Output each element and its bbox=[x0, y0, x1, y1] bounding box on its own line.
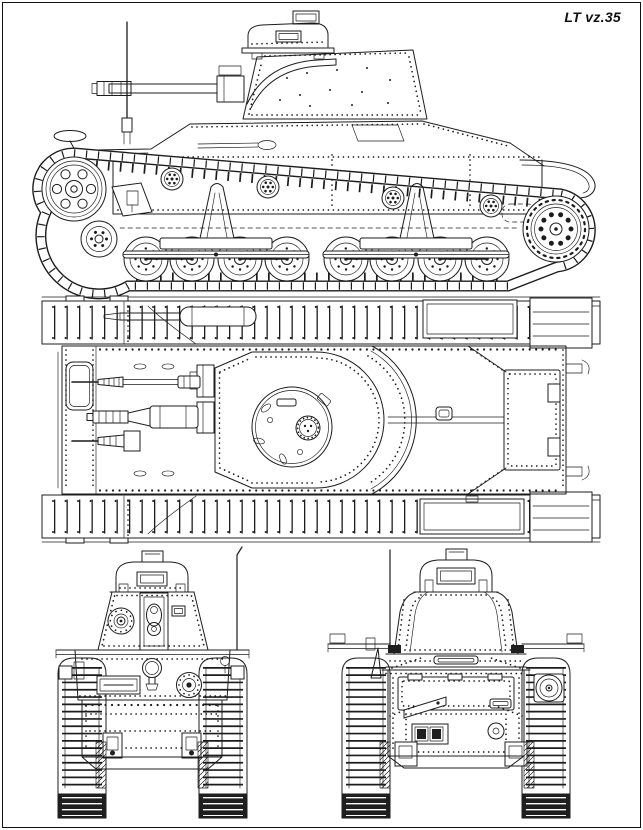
rear-drive-sprocket bbox=[523, 196, 589, 262]
fender-stowage bbox=[103, 297, 601, 543]
side-turret bbox=[242, 49, 428, 120]
side-gun bbox=[91, 58, 337, 109]
rear-left-track bbox=[342, 658, 390, 818]
drawing-title: LT vz.35 bbox=[564, 9, 621, 25]
return-roller bbox=[255, 174, 281, 200]
rear-hull bbox=[379, 653, 535, 789]
rear-fenders bbox=[327, 633, 585, 653]
side-antenna bbox=[121, 21, 133, 145]
top-coax-mg bbox=[71, 375, 201, 389]
return-roller bbox=[478, 193, 504, 219]
top-splash-rail bbox=[367, 345, 417, 495]
front-mudflap-bracket bbox=[111, 182, 153, 217]
front-fenders bbox=[55, 649, 250, 680]
top-hull-mg bbox=[71, 430, 141, 452]
front-bogie bbox=[122, 183, 310, 260]
rear-bogie bbox=[322, 183, 510, 260]
rear-view bbox=[327, 548, 585, 818]
rear-cupola bbox=[413, 548, 499, 593]
side-cupola bbox=[241, 10, 335, 60]
front-view bbox=[55, 546, 250, 818]
rear-antenna bbox=[365, 549, 391, 679]
rear-muffler bbox=[533, 673, 565, 703]
rear-turret bbox=[388, 591, 524, 655]
top-turret bbox=[189, 351, 385, 489]
front-turret bbox=[97, 591, 209, 651]
top-hull bbox=[57, 345, 590, 495]
top-main-gun bbox=[86, 405, 199, 429]
front-right-track bbox=[199, 658, 247, 818]
top-view bbox=[41, 295, 601, 544]
front-idler-wheel bbox=[41, 156, 107, 222]
side-view bbox=[32, 10, 596, 300]
front-hull bbox=[74, 546, 243, 789]
front-cupola bbox=[109, 550, 195, 593]
return-roller bbox=[380, 185, 406, 211]
return-roller bbox=[159, 166, 185, 192]
front-guide-wheel bbox=[79, 219, 119, 259]
side-track bbox=[32, 147, 596, 300]
